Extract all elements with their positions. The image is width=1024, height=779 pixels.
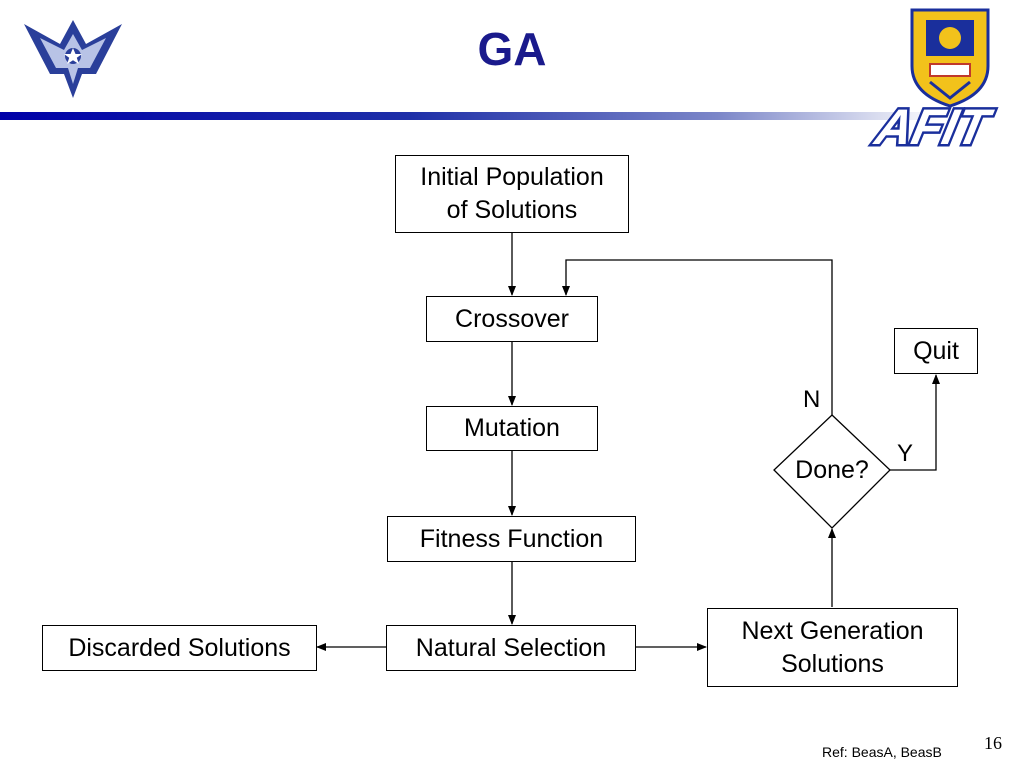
quit-node: Quit [894,328,978,374]
afit-logo-text: AFIT [869,99,998,155]
title-rule [0,112,1024,120]
fitness-function-node: Fitness Function [387,516,636,562]
slide-title: GA [477,23,547,75]
crossover-node: Crossover [426,296,598,342]
done-decision-diamond [773,414,891,529]
initial-population-node: Initial Population of Solutions [395,155,629,233]
next-generation-node: Next Generation Solutions [707,608,958,687]
afit-crest-logo-icon: AFIT [866,8,1000,156]
arrow-done-yes-to-quit [890,374,940,471]
discarded-solutions-node: Discarded Solutions [42,625,317,671]
yes-branch-label: Y [897,440,914,467]
air-force-wings-logo-icon [24,20,122,98]
page-number: 16 [984,733,1002,753]
reference-note: Ref: BeasA, BeasB [822,744,942,760]
natural-selection-node: Natural Selection [386,625,636,671]
arrow-done-no-to-crossover [562,259,833,415]
mutation-node: Mutation [426,406,598,451]
no-branch-label: N [803,386,821,413]
done-decision-label: Done? [795,456,869,484]
